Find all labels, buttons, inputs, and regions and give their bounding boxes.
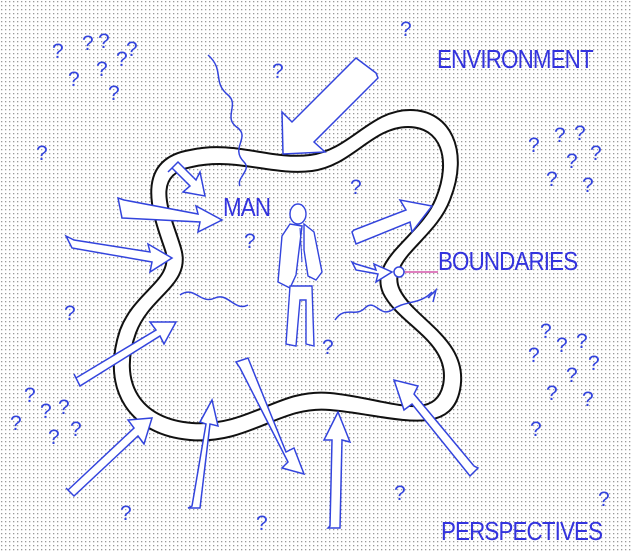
question-mark: ? bbox=[590, 142, 602, 165]
question-mark: ? bbox=[540, 320, 552, 343]
question-mark: ? bbox=[582, 388, 594, 411]
question-mark: ? bbox=[244, 230, 256, 253]
question-mark: ? bbox=[24, 384, 36, 407]
question-mark: ? bbox=[322, 336, 334, 359]
question-mark: ? bbox=[554, 124, 566, 147]
question-mark: ? bbox=[588, 352, 600, 375]
pointer-circle bbox=[394, 267, 404, 277]
question-mark: ? bbox=[556, 334, 568, 357]
question-mark: ? bbox=[82, 32, 94, 55]
question-mark: ? bbox=[350, 176, 362, 199]
question-mark: ? bbox=[64, 302, 76, 325]
question-mark: ? bbox=[400, 18, 412, 41]
question-mark: ? bbox=[528, 134, 540, 157]
question-mark: ? bbox=[574, 122, 586, 145]
question-mark: ? bbox=[566, 364, 578, 387]
man-label: MAN bbox=[223, 192, 270, 223]
question-mark: ? bbox=[256, 512, 268, 535]
question-mark: ? bbox=[36, 142, 48, 165]
question-mark: ? bbox=[58, 396, 70, 419]
question-mark: ? bbox=[546, 168, 558, 191]
question-mark: ? bbox=[70, 418, 82, 441]
question-mark: ? bbox=[126, 38, 138, 61]
question-mark: ? bbox=[10, 412, 22, 435]
question-mark: ? bbox=[48, 426, 60, 449]
question-mark: ? bbox=[598, 488, 610, 511]
question-mark: ? bbox=[52, 40, 64, 63]
question-mark: ? bbox=[546, 382, 558, 405]
figure-head bbox=[290, 204, 306, 224]
question-mark: ? bbox=[272, 60, 284, 83]
question-mark: ? bbox=[40, 400, 52, 423]
boundaries-label: BOUNDARIES bbox=[438, 246, 577, 277]
question-mark: ? bbox=[566, 150, 578, 173]
question-mark: ? bbox=[68, 68, 80, 91]
environment-label: ENVIRONMENT bbox=[437, 44, 593, 75]
question-mark: ? bbox=[96, 58, 108, 81]
perspectives-label: PERSPECTIVES bbox=[441, 516, 602, 547]
question-mark: ? bbox=[530, 418, 542, 441]
question-mark: ? bbox=[98, 30, 110, 53]
question-mark: ? bbox=[582, 174, 594, 197]
question-mark: ? bbox=[394, 482, 406, 505]
question-mark: ? bbox=[528, 344, 540, 367]
question-mark: ? bbox=[120, 502, 132, 525]
question-mark: ? bbox=[576, 330, 588, 353]
question-mark: ? bbox=[108, 82, 120, 105]
